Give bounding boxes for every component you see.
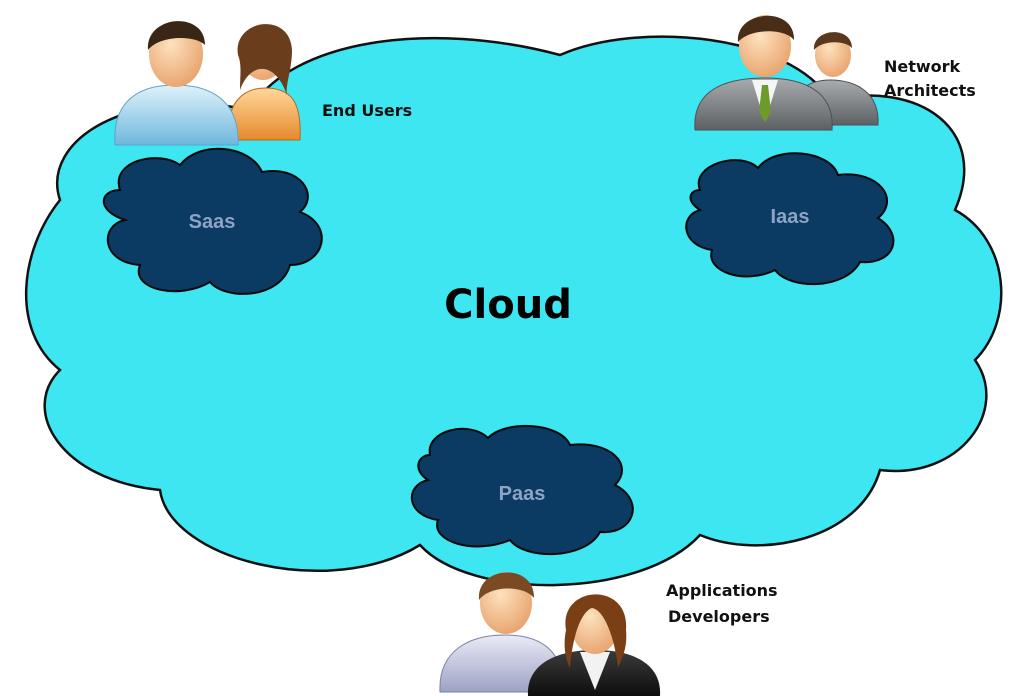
saas-cloud-shape (102, 147, 323, 295)
app-developers-label-line2: Developers (668, 607, 770, 626)
iaas-cloud-shape (685, 152, 895, 286)
network-architects-icon (694, 15, 879, 131)
network-architects-label-line2: Architects (884, 81, 976, 100)
app-developers-label-line1: Applications (666, 581, 778, 600)
iaas-label: Iaas (771, 206, 810, 228)
network-architects-label-line1: Network (884, 57, 961, 76)
paas-label: Paas (499, 483, 546, 505)
app-developers-icon (439, 572, 661, 696)
end-users-icon (114, 21, 301, 146)
saas-label: Saas (189, 211, 236, 233)
end-users-label: End Users (322, 101, 412, 120)
cloud-title: Cloud (444, 282, 572, 328)
paas-cloud-shape (411, 424, 634, 556)
